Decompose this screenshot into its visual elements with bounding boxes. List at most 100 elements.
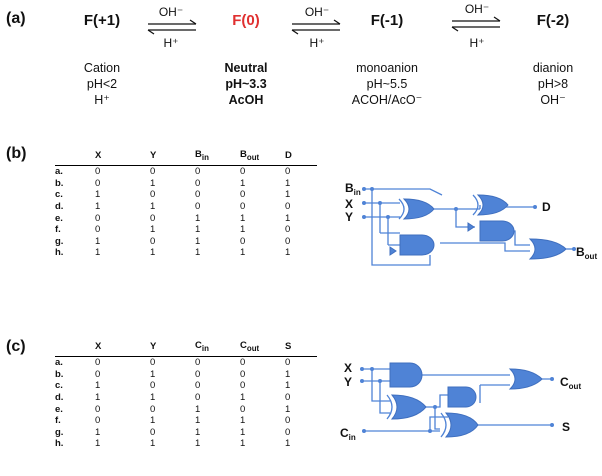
species-f-0: F(0) <box>232 12 260 29</box>
label-bin: Bin <box>345 181 361 197</box>
table-cell: 1 <box>195 224 201 236</box>
table-cell: 0 <box>240 368 246 380</box>
row-label: d. <box>55 201 64 213</box>
panel-c-label: (c) <box>6 338 26 355</box>
table-cell: 0 <box>95 224 101 236</box>
table-cell: 1 <box>95 235 101 247</box>
row-label: e. <box>55 212 63 224</box>
col-y: Y <box>150 148 195 166</box>
table-cell: 1 <box>285 247 291 259</box>
table-cell: 1 <box>195 212 201 224</box>
table-cell: 0 <box>150 189 156 201</box>
table-cell: 1 <box>95 392 101 404</box>
and-gate-2 <box>479 220 515 242</box>
table-cell: 0 <box>285 235 291 247</box>
table-cell: 0 <box>240 235 246 247</box>
label-s: S <box>562 420 570 434</box>
table-cell: 1 <box>95 380 101 392</box>
table-cell: 0 <box>150 403 156 415</box>
row-label: h. <box>55 247 64 259</box>
and-gate-mid <box>447 386 477 408</box>
table-cell: 1 <box>285 380 291 392</box>
col-cout: Cout <box>240 339 285 357</box>
table-cell: 1 <box>150 368 156 380</box>
table-cell: 0 <box>195 201 201 213</box>
table-cell: 1 <box>150 392 156 404</box>
table-cell: 0 <box>240 403 246 415</box>
table-cell: 0 <box>195 392 201 404</box>
row-label: e. <box>55 403 63 415</box>
label-cout: Cout <box>560 375 581 391</box>
table-cell: 0 <box>240 189 246 201</box>
arrow2-top-label: OH⁻ <box>304 5 330 19</box>
row-label: a. <box>55 357 63 369</box>
col-y: Y <box>150 339 195 357</box>
or-gate <box>528 238 567 260</box>
table-cell: 0 <box>195 357 201 369</box>
table-cell: 0 <box>150 357 156 369</box>
col-s: S <box>285 339 317 357</box>
col-x: X <box>95 339 150 357</box>
arrow1-top-label: OH⁻ <box>158 5 184 19</box>
table-cell: 0 <box>285 166 291 178</box>
xor-gate-2 <box>476 194 509 216</box>
table-cell: 0 <box>240 380 246 392</box>
arrow3-bottom-label: H⁺ <box>469 36 485 50</box>
row-label: c. <box>55 189 63 201</box>
truth-table-b-header: X Y Bin Bout D <box>55 148 317 166</box>
table-cell: 1 <box>150 415 156 427</box>
or-gate <box>508 368 543 390</box>
row-label: g. <box>55 426 64 438</box>
table-cell: 1 <box>95 247 101 259</box>
label-cin: Cin <box>340 426 356 442</box>
table-cell: 1 <box>285 189 291 201</box>
table-cell: 0 <box>285 357 291 369</box>
table-cell: 1 <box>240 177 246 189</box>
arrow1-bottom-label: H⁺ <box>163 36 179 50</box>
table-cell: 0 <box>95 415 101 427</box>
not-gate-1 <box>389 246 397 256</box>
row-label: g. <box>55 235 64 247</box>
table-cell: 0 <box>285 201 291 213</box>
label-y: Y <box>344 375 352 389</box>
table-cell: 1 <box>240 415 246 427</box>
circuit-b: Bin X Y D Bout <box>345 181 597 266</box>
col-cin: Cin <box>195 339 240 357</box>
panel-b-label: (b) <box>6 145 27 162</box>
row-label: d. <box>55 392 64 404</box>
row-label: f. <box>55 415 61 427</box>
table-cell: 1 <box>150 224 156 236</box>
col-bin: Bin <box>195 148 240 166</box>
table-cell: 0 <box>195 189 201 201</box>
row-label: b. <box>55 368 64 380</box>
table-cell: 0 <box>195 177 201 189</box>
label-d: D <box>542 200 551 214</box>
species-f-minus1: F(-1) <box>370 12 404 29</box>
table-cell: 1 <box>195 426 201 438</box>
table-cell: 0 <box>95 403 101 415</box>
xor-gate-1 <box>390 394 427 420</box>
and-gate-top <box>389 362 423 388</box>
table-cell: 1 <box>195 247 201 259</box>
table-cell: 1 <box>150 177 156 189</box>
species-f-plus1: F(+1) <box>83 12 121 29</box>
col-d: D <box>285 148 317 166</box>
table-cell: 0 <box>240 201 246 213</box>
table-cell: 0 <box>95 212 101 224</box>
xor-gate-1 <box>402 198 435 220</box>
